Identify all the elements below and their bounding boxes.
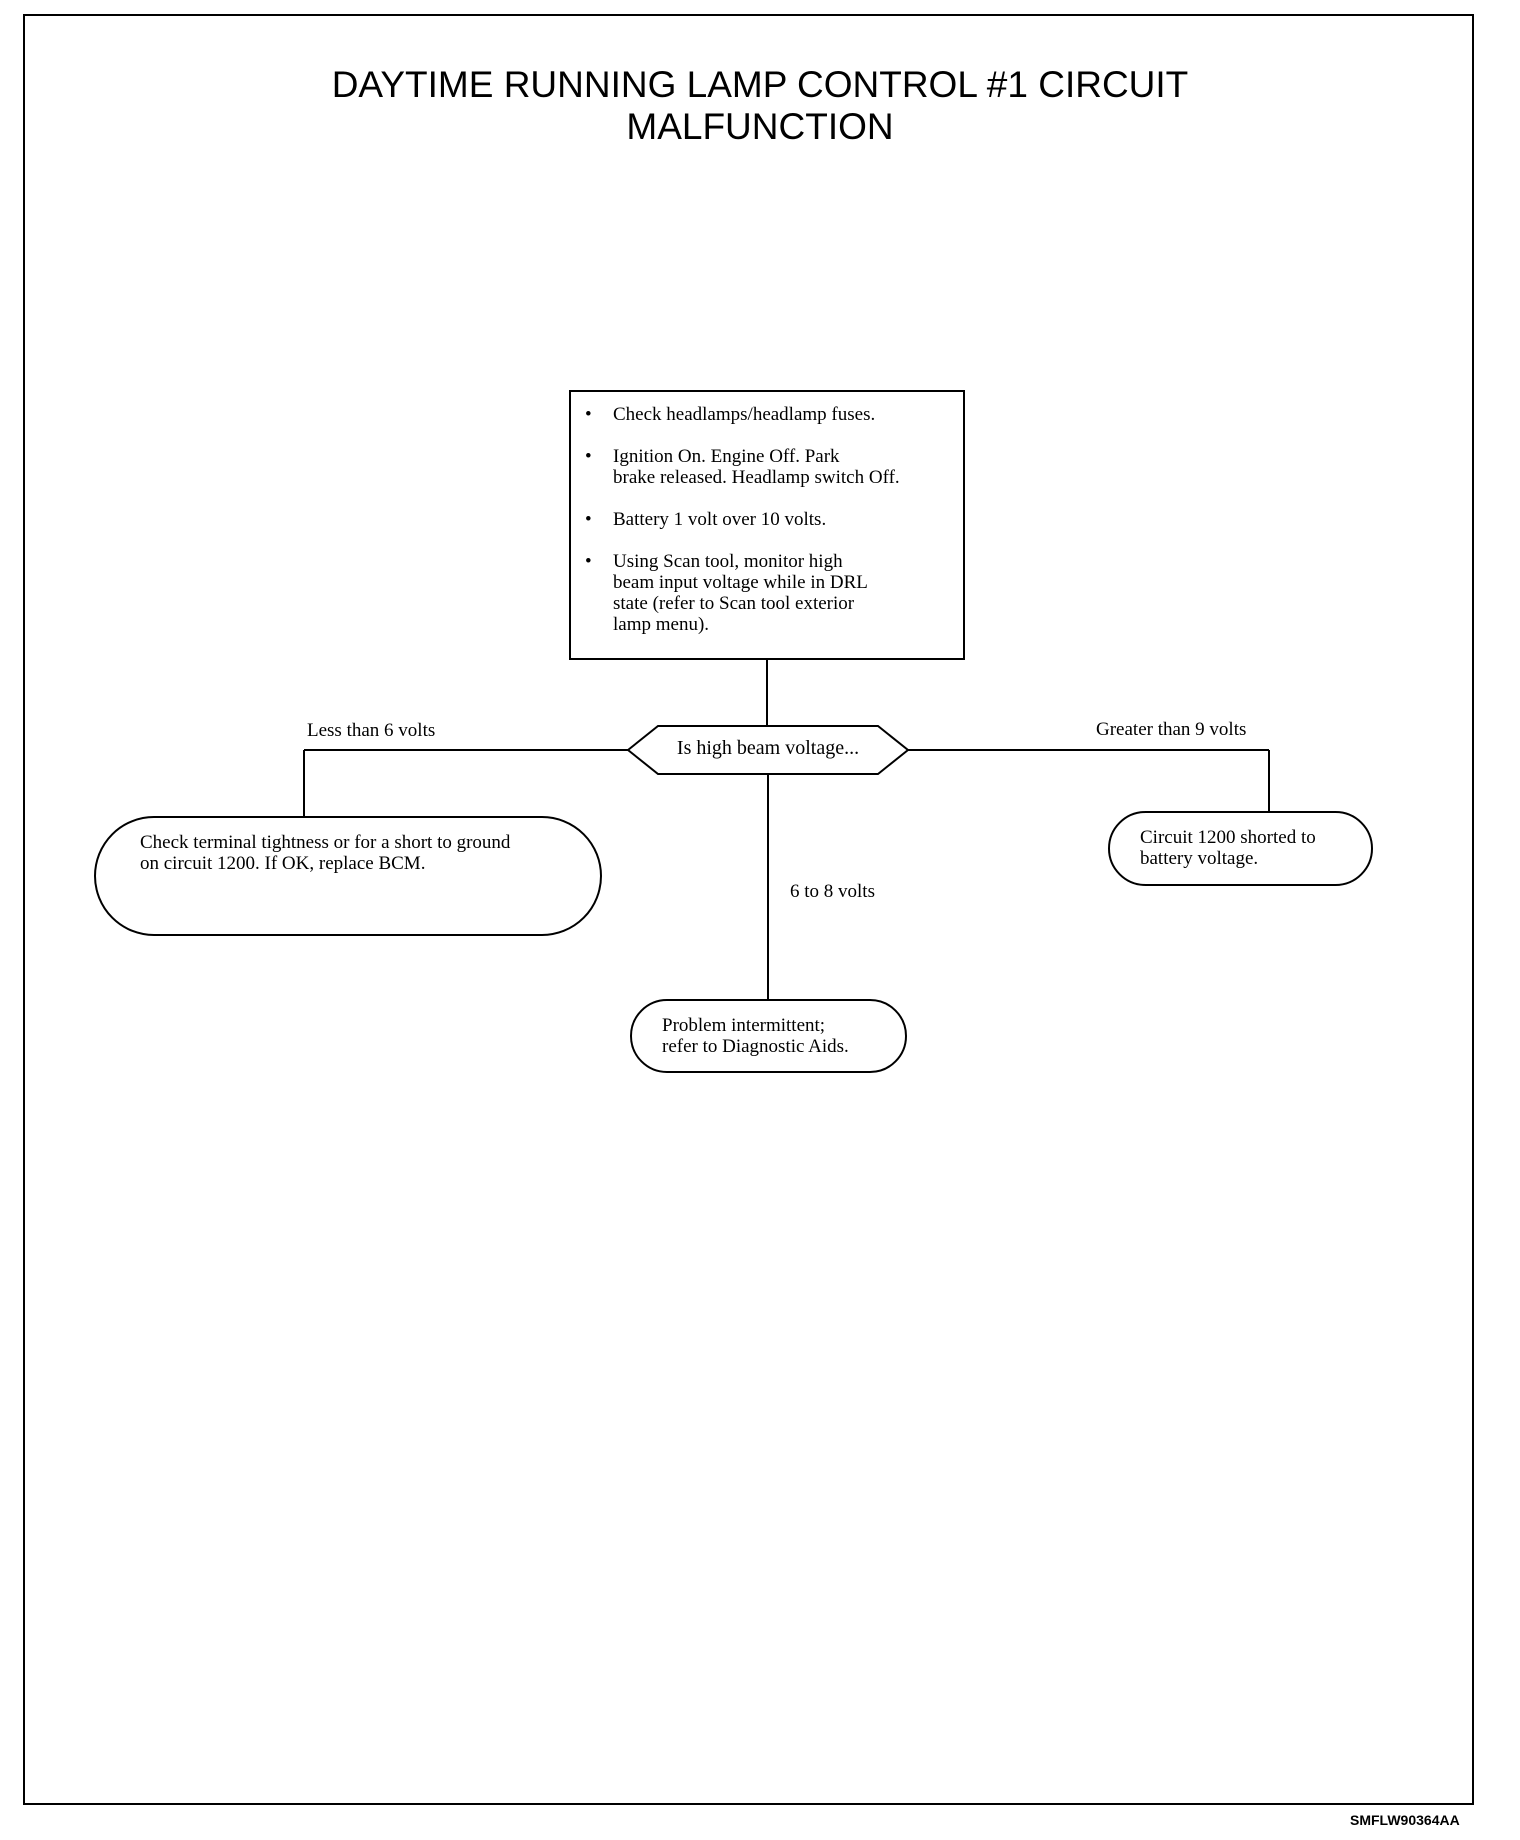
decision-label: Is high beam voltage... — [676, 737, 860, 759]
bullet-icon: • — [585, 509, 592, 530]
step-text-line: beam input voltage while in DRL — [613, 572, 868, 593]
outcome-middle-line-1: Problem intermittent; — [662, 1015, 826, 1036]
title-line-1: DAYTIME RUNNING LAMP CONTROL #1 CIRCUIT — [331, 64, 1189, 105]
title-line-2: MALFUNCTION — [626, 106, 894, 147]
branch-label-6-to-8: 6 to 8 volts — [790, 881, 875, 902]
bullet-icon: • — [585, 446, 592, 467]
outcome-replace-bcm: Check terminal tightness or for a short … — [94, 816, 602, 936]
step-text-line: lamp menu). — [613, 614, 710, 635]
page-border — [23, 14, 1474, 1805]
figure-code: SMFLW90364AA — [1350, 1812, 1460, 1828]
start-step-box: • Check headlamps/headlamp fuses. • Ignitio… — [569, 390, 965, 660]
step-text-line: Ignition On. Engine Off. Park — [613, 446, 840, 467]
outcome-middle-line-2: refer to Diagnostic Aids. — [662, 1036, 849, 1057]
step-text-line: Check headlamps/headlamp fuses. — [613, 404, 876, 425]
diagram-title: DAYTIME RUNNING LAMP CONTROL #1 CIRCUIT … — [0, 64, 1520, 148]
step-text-line: Using Scan tool, monitor high — [613, 551, 843, 572]
step-item: • Battery 1 volt over 10 volts. — [585, 509, 951, 530]
step-text-line: Battery 1 volt over 10 volts. — [613, 509, 827, 530]
step-text-line: state (refer to Scan tool exterior — [613, 593, 855, 614]
bullet-icon: • — [585, 551, 592, 572]
bullet-icon: • — [585, 404, 592, 425]
outcome-circuit-shorted: Circuit 1200 shorted to battery voltage. — [1108, 811, 1373, 886]
outcome-intermittent: Problem intermittent; refer to Diagnosti… — [630, 999, 907, 1073]
step-item: • Check headlamps/headlamp fuses. — [585, 404, 951, 425]
outcome-left-line-1: Check terminal tightness or for a short … — [140, 832, 511, 853]
outcome-right-line-1: Circuit 1200 shorted to — [1140, 827, 1316, 848]
step-text-line: brake released. Headlamp switch Off. — [613, 467, 900, 488]
outcome-left-line-2: on circuit 1200. If OK, replace BCM. — [140, 853, 426, 874]
branch-label-less-than-6: Less than 6 volts — [307, 720, 436, 741]
step-list: • Check headlamps/headlamp fuses. • Ignitio… — [571, 392, 963, 635]
branch-label-greater-than-9: Greater than 9 volts — [1096, 719, 1247, 740]
outcome-right-line-2: battery voltage. — [1140, 848, 1259, 869]
